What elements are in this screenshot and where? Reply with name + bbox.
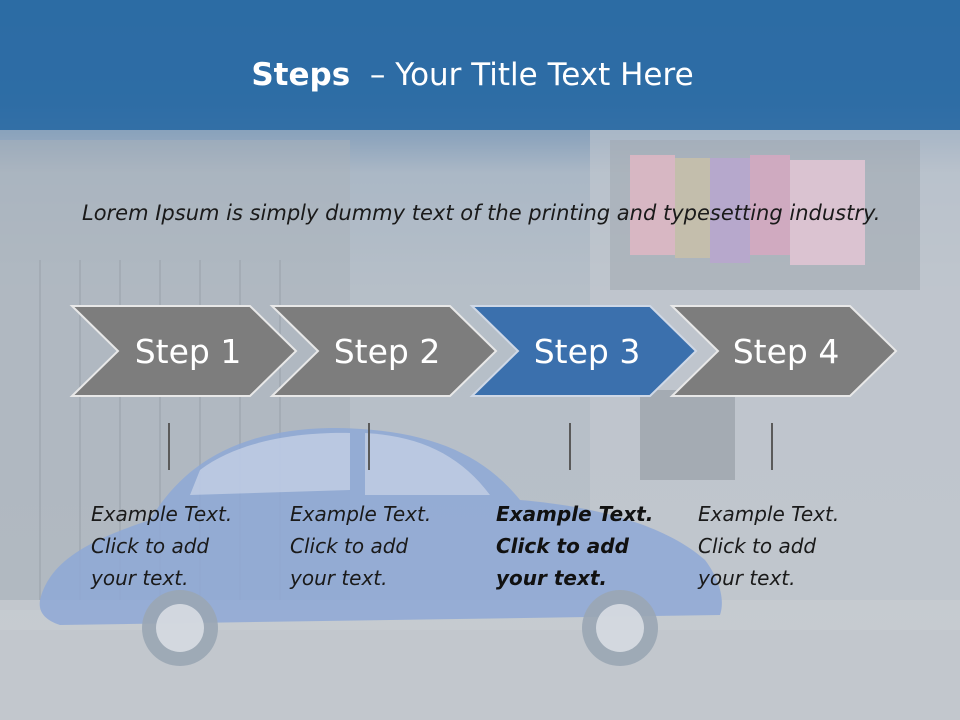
intro-text[interactable]: Lorem Ipsum is simply dummy text of the … (82, 201, 881, 225)
caption-line: Click to add (290, 534, 409, 558)
step-3-label: Step 3 (534, 332, 641, 371)
caption-line: your text. (290, 566, 388, 590)
caption-line: Example Text. (496, 502, 654, 526)
step-1-chevron[interactable]: Step 1 (69, 305, 298, 397)
step-1-caption[interactable]: Example Text. Click to add your text. (91, 498, 261, 594)
step-4-caption[interactable]: Example Text. Click to add your text. (698, 498, 868, 594)
step-4-chevron[interactable]: Step 4 (669, 305, 898, 397)
caption-line: your text. (496, 566, 608, 590)
caption-line: Example Text. (698, 502, 840, 526)
caption-line: Example Text. (290, 502, 432, 526)
caption-line: Click to add (698, 534, 817, 558)
caption-line: Click to add (91, 534, 210, 558)
step-2-chevron[interactable]: Step 2 (269, 305, 498, 397)
slide-title[interactable]: Steps – Your Title Text Here (0, 54, 945, 96)
step-3-chevron[interactable]: Step 3 (469, 305, 698, 397)
step-3-caption[interactable]: Example Text. Click to add your text. (496, 498, 666, 594)
step-1-label: Step 1 (135, 332, 242, 371)
title-bold: Steps (251, 57, 351, 93)
caption-line: your text. (698, 566, 796, 590)
step-2-caption[interactable]: Example Text. Click to add your text. (290, 498, 460, 594)
step-2-label: Step 2 (334, 332, 441, 371)
title-rest: – Your Title Text Here (369, 57, 694, 93)
caption-line: Example Text. (91, 502, 233, 526)
caption-line: Click to add (496, 534, 629, 558)
step-4-label: Step 4 (733, 332, 840, 371)
caption-line: your text. (91, 566, 189, 590)
